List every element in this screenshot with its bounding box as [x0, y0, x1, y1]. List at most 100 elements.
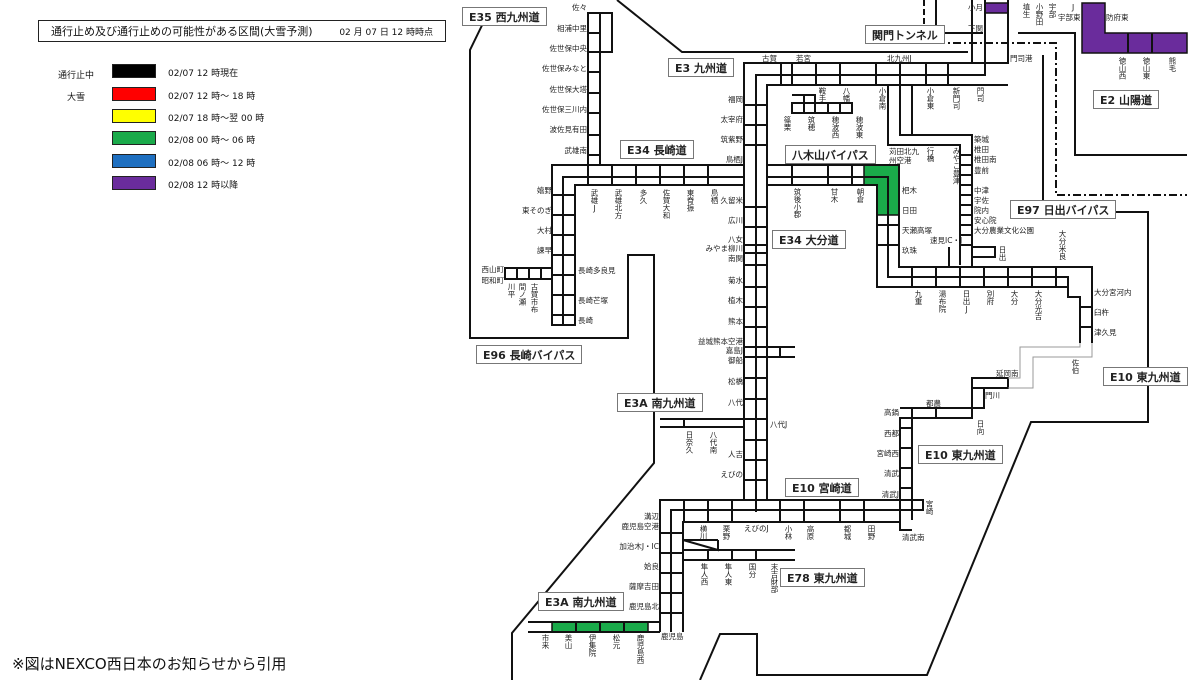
station-label: 佐世保中央	[549, 44, 588, 53]
station-label: 益城熊本空港	[698, 337, 743, 346]
station-label: 都農	[926, 399, 941, 408]
road-segment	[791, 94, 853, 114]
legend-swatch	[112, 64, 156, 78]
legend-item-label: 02/07 18 時～翌 00 時	[168, 114, 265, 124]
station-label: 天瀬高塚	[902, 226, 932, 235]
station-label: 防府東	[1106, 13, 1129, 22]
station-label: 佐賀大和	[662, 189, 671, 219]
road-segment	[551, 164, 744, 326]
station-label: 佐世保三川内	[542, 105, 587, 114]
station-label: 速見IC・J	[930, 236, 963, 245]
station-label: みやこ豊津	[952, 147, 961, 185]
station-label: 相浦中里	[557, 24, 587, 33]
station-label: 日向	[976, 420, 985, 435]
station-label: 嬉野	[537, 186, 552, 195]
station-label: 末吉財部	[770, 563, 779, 593]
station-label: 別府	[986, 290, 995, 305]
station-label: 佐々	[572, 3, 587, 12]
station-label: 広川	[728, 216, 743, 225]
route-label: E34 大分道	[772, 230, 846, 249]
station-label: 鳥栖J	[725, 155, 743, 164]
station-label: 加治木J・IC	[619, 542, 659, 551]
station-label: 臼杵	[1094, 308, 1109, 317]
legend-item-label: 02/08 00 時～ 06 時	[168, 136, 256, 146]
station-label: 杷木	[902, 186, 917, 195]
road-segment	[767, 164, 1093, 343]
road-segment	[899, 85, 973, 267]
station-label: 朝倉	[856, 188, 865, 203]
legend-snow-label: 大雪	[67, 93, 86, 103]
station-label: 古賀市布	[530, 283, 539, 313]
station-label: 院内	[974, 206, 989, 215]
station-label: えびのJ	[744, 524, 769, 533]
station-label: 多久	[639, 189, 648, 204]
station-label: 佐世保みなと	[542, 64, 587, 73]
route-label: E78 東九州道	[780, 568, 865, 587]
station-label: 中津	[974, 186, 989, 195]
coast-outline-east	[699, 211, 1149, 680]
station-label: 大分農業文化公園	[974, 226, 1034, 235]
station-label: 清武	[884, 469, 899, 478]
station-label: 久留米	[720, 196, 744, 205]
station-label: 西山町	[481, 265, 505, 274]
station-label: 門司	[976, 87, 985, 102]
station-label: 川平	[507, 283, 516, 298]
station-label: 佐世保大塔	[549, 85, 588, 94]
station-label: J	[1072, 3, 1075, 12]
route-label: 八木山バイパス	[785, 145, 876, 164]
route-label: 関門トンネル	[865, 25, 945, 44]
route-label: E10 宮崎道	[785, 478, 859, 497]
station-label: 鳥栖	[710, 189, 719, 204]
legend-swatch	[112, 87, 156, 101]
coast-outline-west	[469, 12, 655, 680]
station-label: 長崎	[578, 316, 593, 325]
station-label: 松橋	[728, 377, 743, 386]
legend-swatch	[112, 131, 156, 145]
station-label: 苅田北九州空港	[889, 147, 919, 165]
station-label: 高原	[806, 525, 815, 540]
station-label: 鞍手	[818, 87, 827, 102]
station-label: 波佐見有田	[549, 125, 588, 134]
legend-swatch	[112, 109, 156, 123]
station-label: 安心院	[974, 216, 997, 225]
station-label: みやま柳川	[705, 244, 744, 253]
station-label: 長崎多良見	[578, 266, 616, 275]
station-label: 椎田	[974, 145, 989, 154]
station-label: 隼人東	[724, 563, 733, 586]
station-label: 日奈久	[685, 431, 694, 454]
station-label: 宮崎	[925, 500, 934, 515]
station-label: 武雄北方	[614, 189, 623, 219]
header-datetime: 02 月 07 日 12 時時点	[339, 27, 433, 38]
station-label: 東脊振	[686, 189, 695, 212]
station-label: 鹿児島空港	[621, 522, 660, 531]
road-segment	[659, 499, 924, 632]
station-label: 八幡	[842, 87, 851, 102]
station-label: 大分	[1010, 290, 1019, 305]
source-note: ※図はNEXCO西日本のお知らせから引用	[12, 655, 287, 673]
station-label: 薩摩吉田	[629, 582, 659, 591]
station-label: 福岡	[728, 95, 743, 104]
station-label: 田野	[867, 525, 876, 540]
legend-item-label: 02/08 06 時～ 12 時	[168, 159, 256, 169]
station-label: 宇部東	[1058, 13, 1081, 22]
station-label: 八代	[728, 398, 743, 407]
station-label: 御船	[728, 356, 743, 365]
station-label: 湯布院	[938, 290, 947, 313]
road-segment	[766, 84, 1008, 500]
station-label: 菊水	[728, 276, 743, 285]
route-label: E3A 南九州道	[538, 592, 624, 611]
road-section-gray	[1008, 343, 1081, 379]
station-label: 八代J	[770, 420, 788, 429]
station-label: 清武南	[902, 533, 925, 542]
station-label: 埴生	[1022, 3, 1031, 18]
station-label: 玖珠	[902, 246, 917, 255]
station-label: 横川	[699, 525, 708, 540]
station-label: えびの	[720, 470, 744, 479]
route-label: E97 日出バイパス	[1010, 200, 1117, 219]
station-label: 宮崎西	[876, 449, 900, 458]
station-label: 大分光吉	[1034, 290, 1043, 320]
station-label: 大村	[537, 226, 552, 235]
station-label: 宇部	[1048, 3, 1057, 18]
station-label: 鹿児島北	[629, 602, 659, 611]
road-segment	[767, 176, 1081, 343]
